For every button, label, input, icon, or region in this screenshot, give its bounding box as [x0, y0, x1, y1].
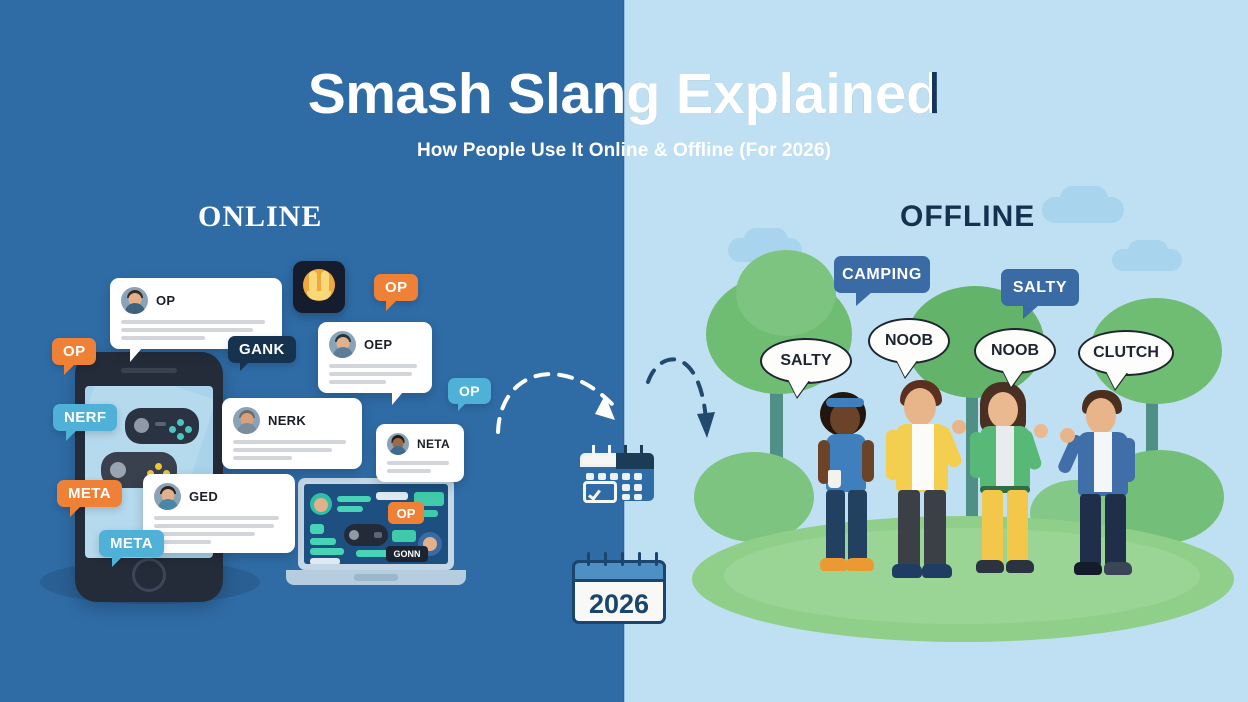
calendar-ring — [655, 552, 658, 566]
calendar-ring — [604, 552, 607, 566]
phone-home-button — [132, 558, 166, 592]
person-figure — [880, 380, 972, 592]
slang-pill-tail — [386, 300, 397, 311]
checkmark-icon — [583, 481, 617, 503]
page-subtitle: How People Use It Online & Offline (For … — [416, 140, 832, 161]
laptop-slang-tag: GONN — [386, 546, 428, 562]
panel-divider — [623, 0, 625, 702]
chat-card: OEP — [318, 322, 432, 405]
bubble-tail — [788, 379, 810, 397]
speech-bubble-label: NOOB — [991, 342, 1039, 359]
avatar — [233, 407, 260, 434]
speech-bubble-noob: NOOB — [974, 328, 1056, 387]
avatar — [387, 433, 409, 455]
laptop-illustration: OP GONN — [286, 478, 466, 598]
cloud-icon — [1060, 186, 1108, 212]
person-figure — [1056, 390, 1152, 590]
slang-pill-op: OP — [448, 378, 492, 404]
section-header-online: ONLINE — [198, 200, 323, 233]
speech-bubble-clutch: CLUTCH — [1078, 330, 1174, 389]
title-block: Smash Slang Explained Smash Slang Explai… — [0, 58, 1248, 130]
laptop-screen: OP GONN — [304, 484, 448, 564]
slang-pill-tail — [112, 556, 123, 567]
speech-bubble-label: CAMPING — [842, 265, 922, 283]
bubble-tail — [1023, 305, 1039, 319]
gamepad-icon — [344, 524, 388, 546]
calendar-ring — [638, 552, 641, 566]
speech-bubble-camping: CAMPING — [834, 256, 930, 306]
calendar-year-label: 2026 — [588, 589, 650, 619]
slang-pill-tail — [458, 401, 468, 411]
chat-card-name: NERK — [268, 413, 307, 428]
bubble-tail — [896, 359, 918, 377]
calendar-check-icon — [578, 443, 656, 503]
slang-pill-op: OP — [52, 338, 97, 365]
chat-card-name: OEP — [364, 337, 393, 352]
chat-card: NETA — [376, 424, 464, 482]
slang-pill-tail — [70, 506, 81, 517]
bush-shape — [694, 452, 814, 542]
speech-bubble-label: SALTY — [780, 352, 832, 369]
slang-pill-meta: META — [57, 480, 122, 507]
gamepad-icon — [125, 408, 199, 444]
laptop-trackpad — [354, 574, 398, 581]
calendar-ring — [621, 552, 624, 566]
speech-bubble-salty: SALTY — [760, 338, 852, 397]
avatar — [154, 483, 181, 510]
slang-pill-tail — [240, 361, 250, 371]
slang-pill-meta: META — [99, 530, 164, 557]
chat-card: NERK — [222, 398, 362, 469]
chat-card-name: OP — [156, 293, 176, 308]
slang-pill-gank: GANK — [228, 336, 296, 363]
section-header-offline: OFFLINE — [900, 200, 1036, 233]
slang-pill-op: OP — [374, 274, 419, 301]
tree-crown — [736, 250, 836, 336]
chat-card-name: GED — [189, 489, 219, 504]
bubble-tail — [856, 292, 872, 306]
slang-pill-nerf: NERF — [53, 404, 118, 431]
calendar-2026: 2026 — [572, 552, 666, 624]
speech-bubble-label: SALTY — [1012, 278, 1068, 296]
calendar-header-band — [572, 560, 666, 582]
coffee-cup-icon — [828, 470, 841, 488]
chat-card-name: NETA — [417, 437, 450, 451]
chat-card: OP — [110, 278, 282, 362]
speech-bubble-label: NOOB — [885, 332, 933, 349]
page-title-text: Smash Slang Explained — [307, 62, 941, 126]
avatar — [121, 287, 148, 314]
page-title: Smash Slang Explained Smash Slang Explai… — [308, 58, 941, 130]
game-emblem-tile — [293, 261, 345, 313]
slang-pill-tail — [66, 430, 77, 441]
cloud-icon — [744, 228, 788, 252]
bubble-tail — [1106, 371, 1128, 389]
avatar — [329, 331, 356, 358]
speech-bubble-label: CLUTCH — [1093, 344, 1159, 361]
laptop-lid: OP GONN — [298, 478, 454, 570]
speech-bubble-salty: SALTY — [1001, 269, 1079, 319]
chat-card: GED — [143, 474, 295, 553]
slang-pill-tail — [64, 364, 75, 375]
person-figure — [806, 392, 892, 590]
bubble-tail — [1002, 369, 1024, 387]
calendar-ring — [587, 552, 590, 566]
person-figure — [964, 382, 1056, 590]
cloud-icon — [1128, 240, 1168, 262]
phone-speaker — [121, 368, 177, 373]
speech-bubble-noob: NOOB — [868, 318, 950, 377]
laptop-slang-pill: OP — [388, 502, 424, 524]
